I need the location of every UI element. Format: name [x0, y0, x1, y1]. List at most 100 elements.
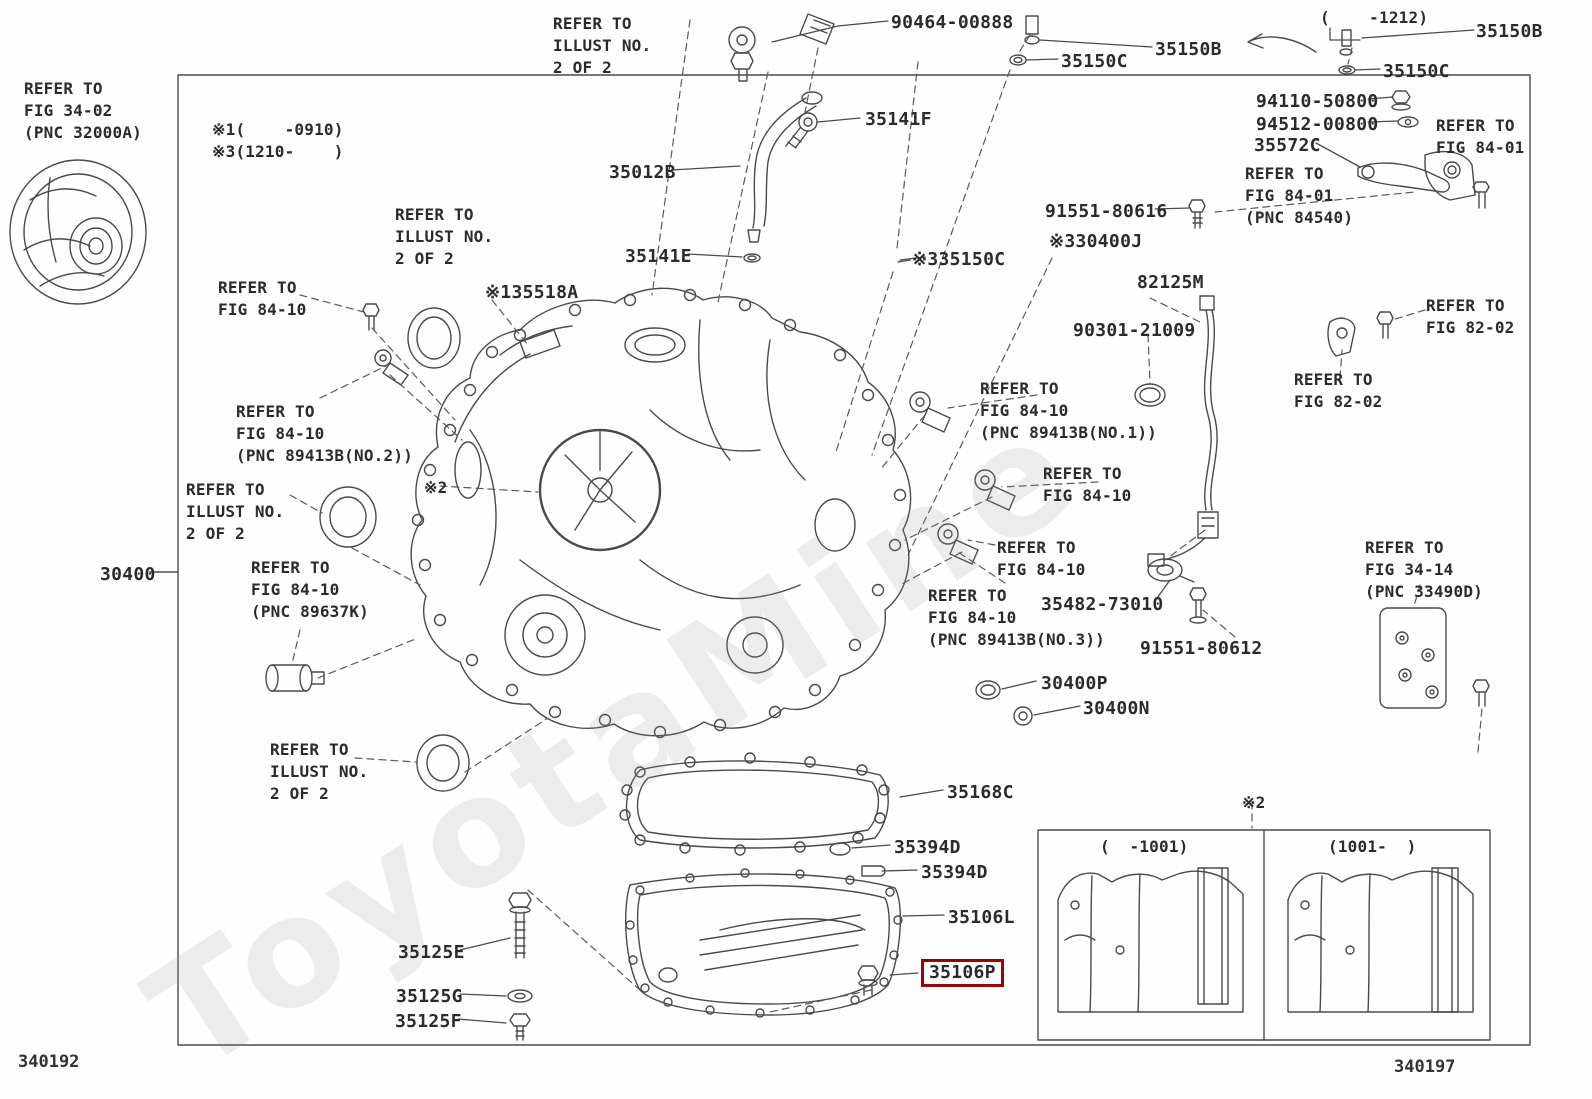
- oring-90301-drawing: [1134, 383, 1166, 407]
- bolt-91551-80612-drawing: [1189, 587, 1207, 624]
- part-label-135518a[interactable]: ※135518A: [485, 282, 579, 303]
- note-label-refer-to: REFER TO FIG 84-01: [1436, 116, 1525, 157]
- bolt-35106p-drawing: [857, 965, 879, 996]
- part-label-35125e[interactable]: 35125E: [398, 942, 465, 963]
- part-label-35125f[interactable]: 35125F: [395, 1011, 462, 1032]
- part-label-35482-73010[interactable]: 35482-73010: [1041, 594, 1164, 615]
- oring-35141e-drawing: [743, 253, 761, 263]
- note-label-refer-to: REFER TO FIG 84-10: [997, 538, 1086, 579]
- note-label-refer-to: REFER TO ILLUST NO. 2 OF 2: [553, 14, 652, 77]
- plug-30400n-drawing: [1013, 706, 1033, 726]
- bolt-91551-80616-drawing: [1188, 199, 1206, 229]
- oil-seal-1-drawing: [407, 307, 461, 369]
- breather-tube-82125m-drawing: [1147, 295, 1219, 567]
- part-label-90464-00888[interactable]: 90464-00888: [891, 12, 1014, 33]
- plug-35150b-right-drawing: [1338, 29, 1356, 75]
- note-label-1001: ( -1001): [1100, 837, 1189, 856]
- dipstick-tube-35012b-drawing: [743, 91, 823, 263]
- page-code-left: 340192: [18, 1052, 80, 1072]
- part-label-330400j[interactable]: ※330400J: [1049, 231, 1143, 252]
- part-label-35572c[interactable]: 35572C: [1254, 135, 1321, 156]
- part-label-35106l[interactable]: 35106L: [948, 907, 1015, 928]
- note-label-1-0910: ※1( -0910): [212, 120, 344, 139]
- part-label-91551-80612[interactable]: 91551-80612: [1140, 638, 1263, 659]
- part-label-335150c[interactable]: ※335150C: [912, 249, 1006, 270]
- note-label-refer-to: REFER TO FIG 34-02 (PNC 32000A): [24, 79, 142, 142]
- bolt-94110-drawing: [1391, 90, 1411, 111]
- note-label-refer-to: REFER TO FIG 82-02: [1426, 296, 1515, 337]
- part-label-35125g[interactable]: 35125G: [396, 986, 463, 1007]
- solenoid-drawing: [265, 664, 325, 692]
- bolt-35125f-drawing: [509, 1013, 531, 1041]
- part-label-35394d[interactable]: 35394D: [921, 862, 988, 883]
- plate-94512-drawing: [1397, 116, 1419, 128]
- union-35141f-drawing: [785, 112, 818, 149]
- speed-sensor-no1-drawing: [909, 391, 951, 433]
- solid-leaders: [457, 20, 1475, 1024]
- oil-seal-3-drawing: [416, 734, 470, 792]
- part-label-30400[interactable]: 30400: [100, 564, 156, 585]
- part-label-91551-80616[interactable]: 91551-80616: [1045, 201, 1168, 222]
- lever-35572c-drawing: [1357, 150, 1490, 209]
- plug-35394d-drawing: [829, 842, 886, 877]
- part-label-35150c[interactable]: 35150C: [1383, 61, 1450, 82]
- torque-converter-drawing: [9, 159, 147, 305]
- left-bolt-sensor-drawing: [362, 303, 409, 386]
- part-label-35394d[interactable]: 35394D: [894, 837, 961, 858]
- oring-30400p-drawing: [975, 680, 1001, 700]
- transaxle-case-drawing: [410, 287, 912, 739]
- inset-comparison-box: [1037, 829, 1491, 1041]
- note-label-refer-to: REFER TO ILLUST NO. 2 OF 2: [186, 480, 285, 543]
- switch-35482-drawing: [1147, 558, 1195, 583]
- oil-seal-2-drawing: [319, 486, 377, 548]
- part-label-94110-50800[interactable]: 94110-50800: [1256, 91, 1379, 112]
- part-label-82125m[interactable]: 82125M: [1137, 272, 1204, 293]
- note-label-refer-to: REFER TO FIG 84-10 (PNC 89637K): [251, 558, 369, 621]
- note-label-refer-to: REFER TO FIG 84-10: [1043, 464, 1132, 505]
- note-label-refer-to: REFER TO FIG 34-14 (PNC 33490D): [1365, 538, 1483, 601]
- bracket-fig82-drawing: [1327, 311, 1394, 357]
- note-label-refer-to: REFER TO FIG 84-10 (PNC 89413B(NO.2)): [236, 402, 413, 465]
- note-label-refer-to: REFER TO ILLUST NO. 2 OF 2: [395, 205, 494, 268]
- oil-pan-drawing: [624, 868, 903, 1018]
- part-label-35012b[interactable]: 35012B: [609, 162, 676, 183]
- part-label-30400p[interactable]: 30400P: [1041, 673, 1108, 694]
- part-label-35150c[interactable]: 35150C: [1061, 51, 1128, 72]
- part-label-30400n[interactable]: 30400N: [1083, 698, 1150, 719]
- oil-cooler-drawing: [1379, 607, 1490, 709]
- note-label-2: ※2: [1242, 793, 1266, 812]
- note-label-2: ※2: [424, 478, 448, 497]
- note-label-1212: ( -1212): [1320, 8, 1429, 27]
- note-label-1001: (1001- ): [1328, 837, 1417, 856]
- part-label-90301-21009[interactable]: 90301-21009: [1073, 320, 1196, 341]
- bolt-35125e-drawing: [508, 892, 532, 959]
- page-code-right: 340197: [1394, 1057, 1456, 1077]
- part-label-35141f[interactable]: 35141F: [865, 109, 932, 130]
- id-tag-35518a: [519, 329, 561, 359]
- arrow-icon: [1247, 33, 1317, 53]
- inset-right-drawing: [1287, 867, 1474, 1013]
- part-label-35150b[interactable]: 35150B: [1476, 21, 1543, 42]
- dashed-leaders: [289, 19, 1483, 1013]
- note-label-refer-to: REFER TO ILLUST NO. 2 OF 2: [270, 740, 369, 803]
- part-label-35141e[interactable]: 35141E: [625, 246, 692, 267]
- note-label-refer-to: REFER TO FIG 82-02: [1294, 370, 1383, 411]
- speed-sensor-no2-drawing: [974, 469, 1016, 511]
- part-label-35150b[interactable]: 35150B: [1155, 39, 1222, 60]
- note-label-refer-to: REFER TO FIG 84-10 (PNC 89413B(NO.3)): [928, 586, 1105, 649]
- note-label-refer-to: REFER TO FIG 84-01 (PNC 84540): [1245, 164, 1354, 227]
- speed-sensor-no3-drawing: [937, 523, 979, 565]
- inset-left-drawing: [1057, 867, 1244, 1013]
- part-label-94512-00800[interactable]: 94512-00800: [1256, 114, 1379, 135]
- note-label-refer-to: REFER TO FIG 84-10 (PNC 89413B(NO.1)): [980, 379, 1157, 442]
- gasket-drawing: [619, 752, 890, 856]
- sensor-90464-drawing: [728, 13, 835, 82]
- plug-35150b-top-drawing: [1009, 15, 1040, 66]
- note-label-refer-to: REFER TO FIG 84-10: [218, 278, 307, 319]
- note-label-3-1210: ※3(1210- ): [212, 142, 344, 161]
- part-label-35168c[interactable]: 35168C: [947, 782, 1014, 803]
- washer-35125g-drawing: [507, 989, 533, 1003]
- part-label-35106p[interactable]: 35106P: [921, 959, 1004, 987]
